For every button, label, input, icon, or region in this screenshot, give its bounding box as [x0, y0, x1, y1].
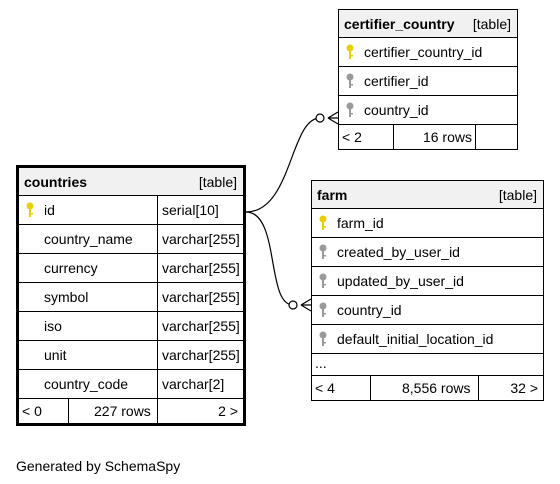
- column-row[interactable]: country_name varchar[255]: [19, 225, 243, 254]
- parents-count[interactable]: < 4: [315, 380, 335, 396]
- column-name: certifier_country_id: [364, 44, 483, 60]
- table-certifier-country[interactable]: certifier_country [table] certifier_coun…: [338, 9, 518, 150]
- table-kind-label: [table]: [498, 187, 537, 203]
- foreign-key-icon: [319, 244, 327, 259]
- column-row[interactable]: country_code varchar[2]: [19, 370, 243, 399]
- table-name[interactable]: countries: [24, 174, 88, 190]
- table-farm[interactable]: farm [table] farm_id created_by_user_id …: [311, 180, 544, 401]
- foreign-key-icon: [346, 102, 354, 117]
- foreign-key-icon: [319, 331, 327, 346]
- column-row[interactable]: farm_id: [312, 209, 543, 238]
- column-row[interactable]: created_by_user_id: [312, 238, 543, 267]
- column-row[interactable]: id serial[10]: [19, 196, 243, 225]
- column-type: varchar[255]: [157, 254, 240, 282]
- generator-credit: Generated by SchemaSpy: [16, 458, 181, 474]
- column-name: country_id: [337, 302, 402, 318]
- edge-crowfoot-marker: [327, 111, 339, 125]
- children-count[interactable]: 2 >: [218, 403, 238, 419]
- primary-key-icon: [26, 202, 34, 217]
- edge-optional-marker: [315, 113, 325, 123]
- table-name[interactable]: farm: [317, 187, 348, 203]
- column-name: default_initial_location_id: [337, 331, 494, 347]
- column-name: iso: [44, 318, 62, 334]
- foreign-key-icon: [319, 273, 327, 288]
- table-header[interactable]: countries [table]: [19, 168, 243, 196]
- row-count: 227 rows: [94, 403, 151, 419]
- column-name: unit: [44, 347, 67, 363]
- edge-crowfoot-marker: [300, 298, 312, 312]
- table-footer: < 0 227 rows 2 >: [19, 399, 243, 423]
- foreign-key-icon: [346, 73, 354, 88]
- ellipsis-text: ...: [315, 355, 327, 371]
- column-row[interactable]: currency varchar[255]: [19, 254, 243, 283]
- column-name: created_by_user_id: [337, 244, 460, 260]
- edge-countries-farm: [245, 211, 294, 306]
- table-footer: < 4 8,556 rows 32 >: [312, 376, 543, 400]
- primary-key-icon: [319, 215, 327, 230]
- edge-countries-certifier-country: [245, 117, 321, 213]
- column-name: country_name: [44, 231, 133, 247]
- column-row[interactable]: unit varchar[255]: [19, 341, 243, 370]
- table-countries[interactable]: countries [table] id serial[10] country_…: [16, 165, 246, 426]
- column-name: id: [44, 202, 55, 218]
- parents-count[interactable]: < 2: [342, 129, 362, 145]
- more-columns-indicator: ...: [312, 354, 543, 376]
- column-name: updated_by_user_id: [337, 273, 464, 289]
- column-row[interactable]: country_id: [339, 96, 517, 125]
- column-name: farm_id: [337, 215, 384, 231]
- column-row[interactable]: iso varchar[255]: [19, 312, 243, 341]
- column-name: country_code: [44, 376, 129, 392]
- column-type: varchar[2]: [157, 370, 224, 398]
- column-type: varchar[255]: [157, 225, 240, 253]
- column-type: serial[10]: [157, 196, 219, 224]
- column-row[interactable]: default_initial_location_id: [312, 325, 543, 354]
- table-kind-label: [table]: [472, 16, 511, 32]
- column-name: country_id: [364, 102, 429, 118]
- column-row[interactable]: certifier_id: [339, 67, 517, 96]
- column-type: varchar[255]: [157, 341, 240, 369]
- parents-count[interactable]: < 0: [22, 403, 42, 419]
- table-header[interactable]: farm [table]: [312, 181, 543, 209]
- column-row[interactable]: certifier_country_id: [339, 38, 517, 67]
- table-header[interactable]: certifier_country [table]: [339, 10, 517, 38]
- column-type: varchar[255]: [157, 312, 240, 340]
- row-count: 8,556 rows: [402, 380, 471, 396]
- column-name: currency: [44, 260, 98, 276]
- table-kind-label: [table]: [198, 174, 237, 190]
- foreign-key-icon: [319, 302, 327, 317]
- column-name: symbol: [44, 289, 89, 305]
- edge-optional-marker: [288, 300, 298, 310]
- column-row[interactable]: country_id: [312, 296, 543, 325]
- row-count: 16 rows: [422, 129, 472, 145]
- column-name: certifier_id: [364, 73, 429, 89]
- children-count[interactable]: 32 >: [510, 380, 538, 396]
- table-name[interactable]: certifier_country: [344, 16, 455, 32]
- column-type: varchar[255]: [157, 283, 240, 311]
- column-row[interactable]: updated_by_user_id: [312, 267, 543, 296]
- primary-key-icon: [346, 44, 354, 59]
- column-row[interactable]: symbol varchar[255]: [19, 283, 243, 312]
- table-footer: < 2 16 rows: [339, 125, 517, 149]
